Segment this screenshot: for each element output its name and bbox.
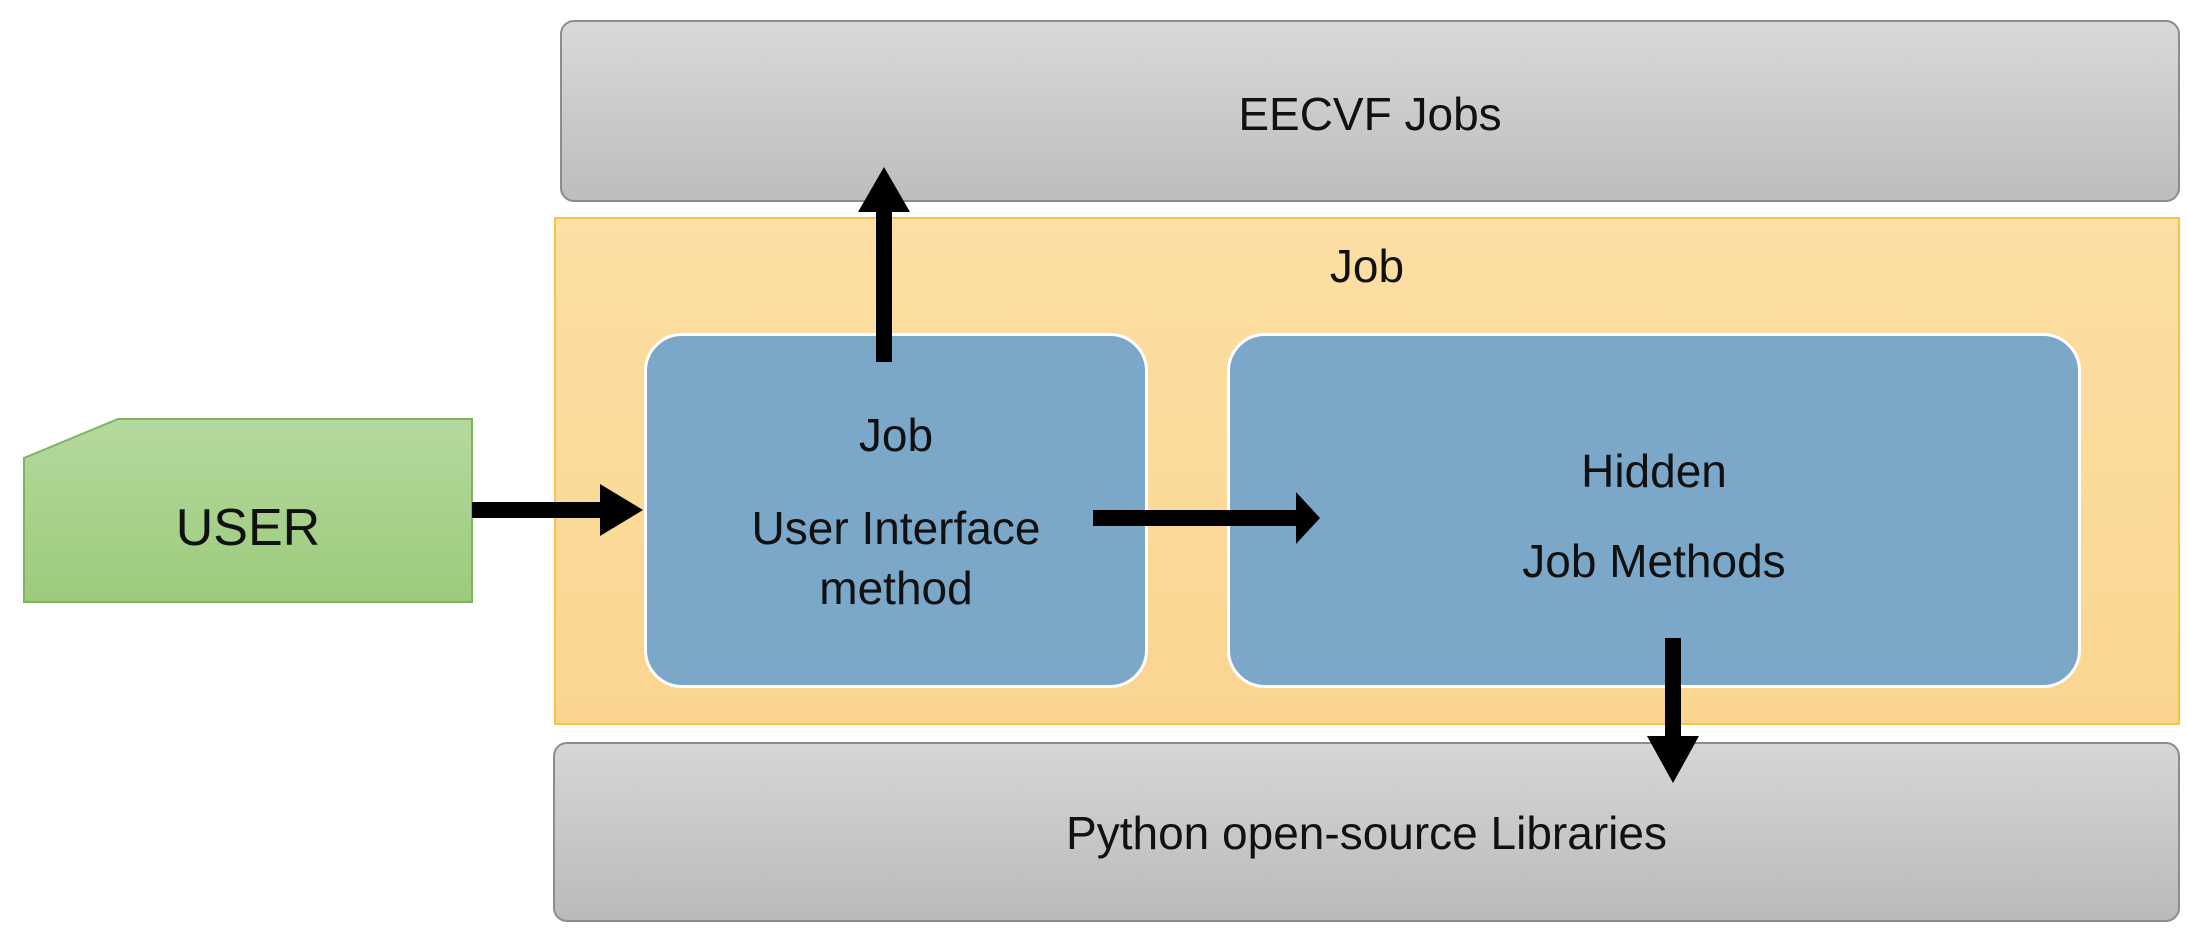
eecvf-jobs-box: EECVF Jobs — [560, 20, 2180, 202]
eecvf-jobs-label: EECVF Jobs — [1238, 88, 1502, 140]
python-libraries-label: Python open-source Libraries — [1066, 807, 1667, 859]
ui-method-line2: User Interface — [751, 502, 1041, 554]
ui-method-line1: Job — [858, 409, 934, 461]
user-interface-method-box: Job User Interface method — [644, 333, 1148, 688]
hidden-job-methods-box: Hidden Job Methods — [1227, 333, 2081, 688]
ui-method-line3: method — [819, 562, 973, 614]
python-libraries-box: Python open-source Libraries — [553, 742, 2180, 922]
user-label: USER — [175, 499, 321, 557]
hidden-methods-line1: Hidden — [1581, 445, 1727, 497]
hidden-methods-line2: Job Methods — [1522, 535, 1786, 587]
job-container-title: Job — [1329, 240, 1405, 292]
